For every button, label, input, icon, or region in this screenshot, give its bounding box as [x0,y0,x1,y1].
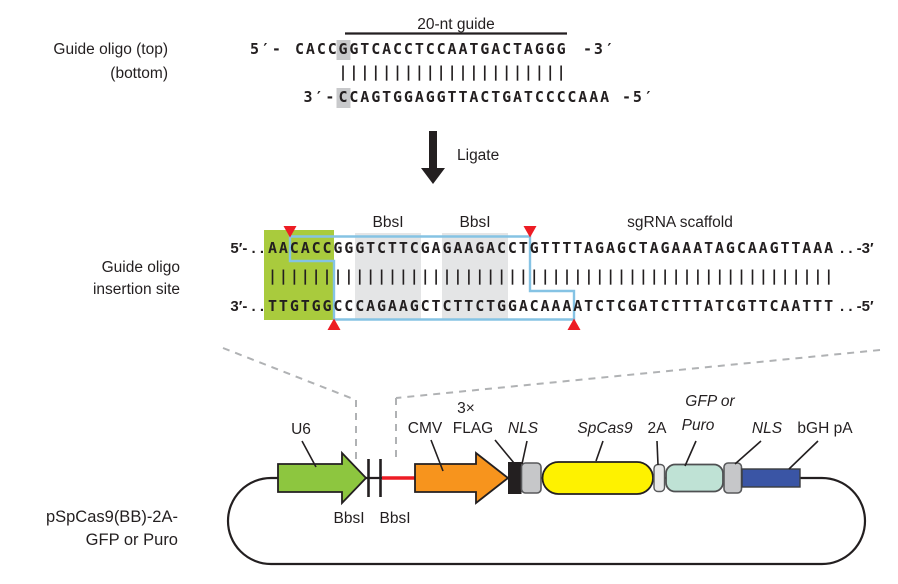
gfp-label-line2: Puro [682,417,715,434]
nls1-label: NLS [508,420,539,437]
plasmid-bbsi-label-left: BbsI [333,510,364,527]
cut-triangle-top-right [523,226,537,238]
cut-triangle-top-left [283,226,297,238]
spcas9-pointer [595,440,604,462]
connector-right-diagonal [395,349,881,399]
top-strand-5p: 5′- [250,40,283,58]
cmv-pointer [430,439,444,472]
u6-pointer [301,440,317,468]
guide-oligo-label-bottom: (bottom) [110,65,168,82]
connector-left-diagonal [222,347,357,401]
ins-bottom-vector-seq: CCCAGAAGCTCTTCTGGA [333,297,529,315]
top-duplex-pairs: ||||||||||||||||||||| [339,63,568,82]
gfp-puro-box [665,463,724,493]
nls2-label: NLS [752,420,783,437]
flag-label-line2: FLAG [453,420,493,437]
guide-oligo-insertion-site: Guide oligo insertion site BbsI BbsI sgR… [93,214,874,330]
bottom-strand-5p: -5′ [622,88,655,106]
cut-triangle-bottom-left [327,318,341,330]
ins-top-suffix: . . -3′ [840,240,874,257]
cmv-label: CMV [408,420,443,437]
spcas9-box [541,461,654,495]
ins-top-vector-seq: GGGTCTTCGAGAAGACCT [333,239,529,257]
sgrna-scaffold-label: sgRNA scaffold [627,214,733,231]
ligate-step: Ligate [421,131,499,184]
nls2-pointer [734,440,762,465]
zoom-connector-lines [222,347,881,461]
plasmid-bbsi-label-right: BbsI [379,510,410,527]
ins-bottom-ttgtgg: TTGTGG [268,297,333,315]
ins-top-aa: AA [268,239,290,257]
top-strand-guide-seq: GTCACCTCCAATGACTAGGG [349,40,567,58]
ins-top-cacc: CACC [290,239,334,257]
bbsi-site-band-right [442,233,508,319]
guide-oligo-duplex: Guide oligo (top) (bottom) 20-nt guide 5… [53,16,655,108]
ligate-label: Ligate [457,147,499,164]
flag-tag-box [508,462,522,494]
u6-label: U6 [291,421,311,438]
guide-oligo-label-top: Guide oligo (top) [53,41,168,58]
ins-top-scaffold-seq: GTTTTAGAGCTAGAAATAGCAAGTTAAA [530,239,835,257]
overhang-green-box [264,230,334,320]
top-strand-cacc: CACC [295,40,339,58]
nls1-box [520,462,542,494]
ins-bottom-scaffold-seq: ATCTCGATCTTTATCGTTCAATTT [573,297,835,315]
bottom-strand-3p: 3′- [304,88,337,106]
ins-bottom-suffix: . . -5′ [840,298,874,315]
top-strand-g: G [339,40,350,58]
insertion-label-line1: Guide oligo [102,259,180,276]
top-strand-3p: -3′ [583,40,616,58]
bgh-pa-box [741,468,801,488]
ins-bottom-caaa: CAAA [530,297,574,315]
bbsi-site-band-left [355,233,421,319]
plasmid-name-line1: pSpCas9(BB)-2A- [46,508,178,526]
p2a-pointer [656,440,659,466]
guide-bracket-label: 20-nt guide [417,16,495,33]
spcas9-label: SpCas9 [577,420,633,437]
flag-label-line1: 3× [457,400,475,417]
bottom-strand-c: C [339,88,350,106]
ins-bottom-prefix: 3′- . . [230,298,264,315]
c-highlight-box [336,88,351,108]
p2a-box [653,463,666,493]
bgh-pointer [788,440,819,470]
bottom-strand-caaa: CAAA [567,88,611,106]
nls1-pointer [521,440,528,465]
cut-triangle-bottom-right [567,318,581,330]
ins-top-prefix: 5′- . . [230,240,264,257]
ligate-arrow-head [421,168,445,184]
plasmid-map: U6 CMV 3× FLAG NLS SpCas9 2A GFP or Puro… [46,393,867,566]
bbsi-label-left: BbsI [372,214,403,231]
bottom-strand-guide-seq: CAGTGGAGGTTACTGATCCC [349,88,567,106]
puro-pointer [684,440,697,467]
nls2-box [723,462,743,494]
p2a-label: 2A [648,420,668,437]
ligate-arrow-shaft [429,131,437,169]
cmv-promoter-arrow [414,451,510,505]
insertion-label-line2: insertion site [93,281,180,298]
flag-pointer [494,439,515,464]
ins-duplex-pairs: ||||||||||||||||||||||||||||||||||||||||… [268,267,835,286]
bgh-label: bGH pA [797,420,853,437]
g-highlight-box [336,40,351,60]
gfp-label-line1: GFP or [685,393,735,410]
u6-promoter-arrow [277,450,368,506]
plasmid-name-line2: GFP or Puro [86,531,178,549]
plasmid-label-pointers [301,439,819,472]
bbsi-label-right: BbsI [459,214,490,231]
